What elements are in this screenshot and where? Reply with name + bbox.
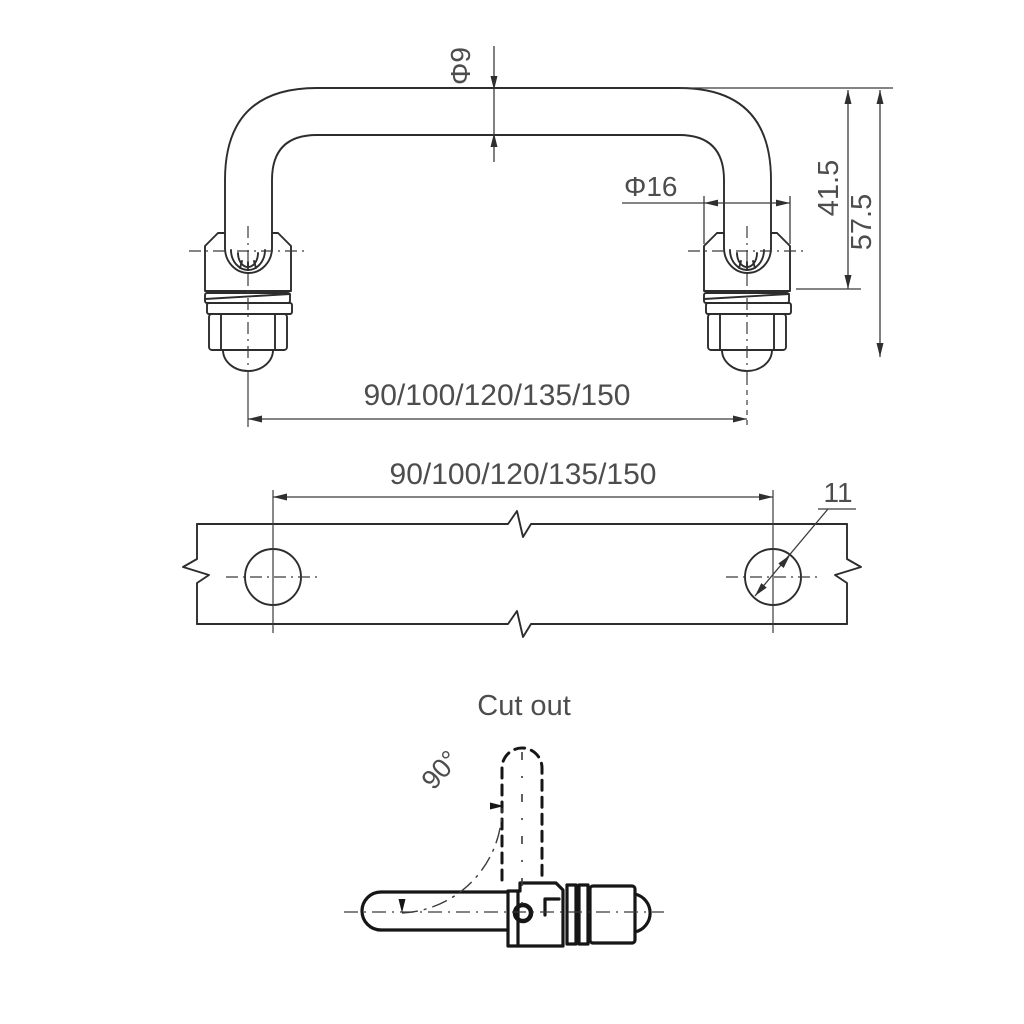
upright-position-hidden: [500, 746, 544, 906]
hole-diameter-label: 11: [823, 477, 852, 508]
cutout-view: 90/100/120/135/150 11 Cut out: [182, 458, 862, 722]
right-mount: [688, 226, 806, 380]
dim-hole-diameter: 11: [754, 477, 856, 597]
panel-holes: [226, 490, 820, 633]
handle-tube: [224, 87, 772, 237]
cutout-caption: Cut out: [477, 690, 571, 722]
mount-diameter-label: Φ16: [624, 171, 677, 202]
dim-tube-diameter: Φ9: [445, 46, 498, 162]
hole-spacing-front-label: 90/100/120/135/150: [364, 379, 631, 412]
overall-height-label: 57.5: [846, 194, 878, 250]
height-to-mount-label: 41.5: [813, 160, 845, 216]
dim-hole-spacing-front: 90/100/120/135/150: [247, 379, 748, 427]
tube-diameter-label: Φ9: [445, 47, 476, 85]
dim-hole-spacing-cutout: 90/100/120/135/150: [273, 458, 773, 501]
dim-fold-angle: 90°: [398, 745, 504, 914]
mount-side: [506, 881, 652, 948]
panel-outline: [182, 510, 862, 638]
pivot-pin: [512, 902, 534, 924]
fold-angle-label: 90°: [415, 745, 465, 795]
dim-heights: 41.5 57.5: [679, 87, 893, 357]
side-view: 90°: [344, 745, 664, 948]
folded-handle-tube: [360, 890, 510, 932]
left-mount: [189, 226, 307, 380]
dim-mount-diameter: Φ16: [622, 171, 791, 244]
front-view: Φ9 Φ16 41.5 57.5: [189, 46, 893, 427]
hole-spacing-cutout-label: 90/100/120/135/150: [390, 458, 657, 491]
